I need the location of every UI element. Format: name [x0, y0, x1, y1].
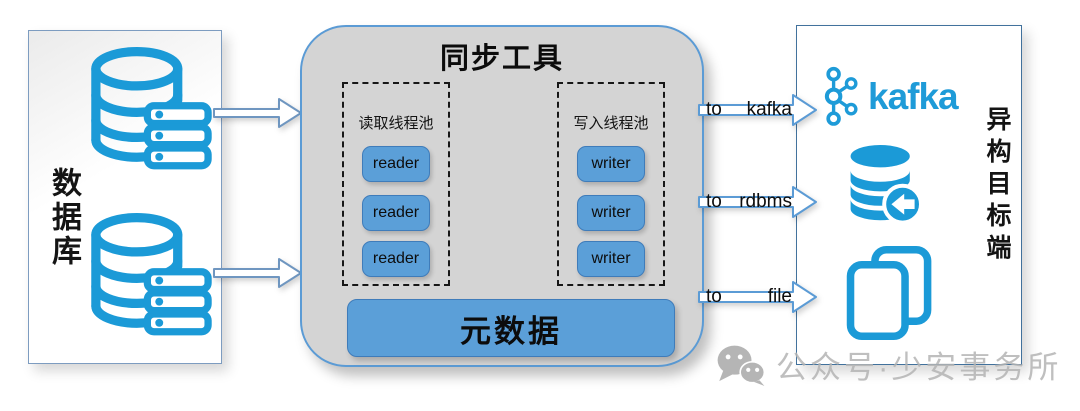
sync-tool-title: 同步工具 [439, 43, 564, 75]
writer-chip: writer [577, 241, 645, 277]
writer-chip: writer [577, 195, 645, 231]
flow-target: file [767, 286, 792, 307]
flow-label: to file [706, 277, 792, 317]
reader-chip: reader [362, 195, 430, 231]
flow-label: to rdbms [706, 182, 792, 222]
database-server-icon [91, 46, 212, 170]
feed-arrow [213, 258, 302, 288]
target-panel: kafka 异构目标端 [796, 25, 1022, 365]
flow-target: kafka [746, 99, 792, 120]
reader-chip: reader [362, 241, 430, 277]
flow-arrow-file: to file [698, 277, 818, 317]
arrow-shape [698, 94, 817, 126]
arrow-shape [698, 281, 817, 313]
rdbms-database-icon [850, 145, 923, 225]
arrow-shape [698, 186, 817, 218]
writer-chip: writer [577, 146, 645, 182]
watermark-text: 公众号·少安事务所 [776, 350, 1062, 385]
kafka-wordmark: kafka [868, 76, 959, 117]
file-copy-icon [846, 246, 932, 340]
kafka-icon [824, 66, 858, 126]
flow-arrow-kafka: to kafka [698, 90, 818, 130]
kafka-logo: kafka [817, 66, 959, 128]
flow-prefix: to [706, 286, 722, 307]
database-server-icon [91, 212, 212, 336]
flow-label: to kafka [706, 90, 792, 130]
watermark: 公众号·少安事务所 [716, 342, 1061, 387]
flow-target: rdbms [739, 191, 792, 212]
read-thread-pool: 读取线程池 reader reader reader [342, 82, 450, 286]
read-pool-label: 读取线程池 [358, 115, 434, 132]
wechat-icon [717, 345, 766, 386]
target-panel-label: 异构目标端 [983, 106, 1011, 266]
flow-prefix: to [706, 191, 722, 212]
write-thread-pool: 写入线程池 writer writer writer [557, 82, 665, 286]
write-pool-label: 写入线程池 [573, 115, 649, 132]
flow-arrow-rdbms: to rdbms [698, 182, 818, 222]
source-database-panel: 数据库 [28, 30, 222, 364]
metadata-bar: 元数据 [347, 299, 675, 357]
feed-arrow [213, 98, 302, 128]
reader-chip: reader [362, 146, 430, 182]
source-panel-label: 数据库 [47, 167, 80, 269]
flow-prefix: to [706, 99, 722, 120]
sync-tool-panel: 同步工具 读取线程池 reader reader reader 写入线程池 wr… [300, 25, 704, 367]
